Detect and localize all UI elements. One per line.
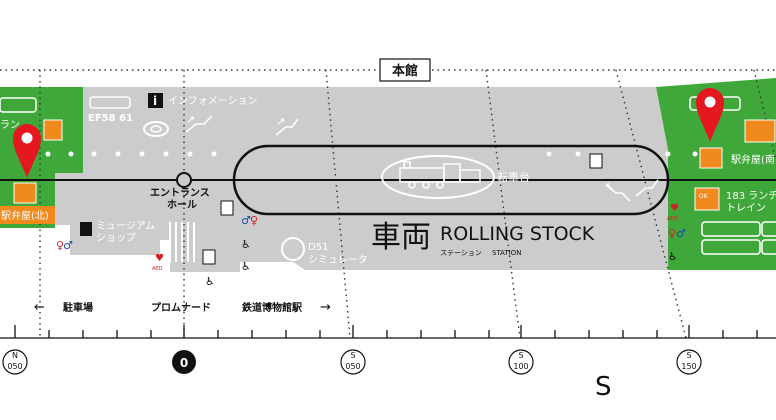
svg-text:♿: ♿: [205, 275, 215, 288]
svg-text:S: S: [686, 351, 691, 360]
ekiben-south-label: 駅弁屋(南: [731, 153, 775, 166]
marker-n050: N 050: [2, 349, 28, 375]
entrance-node: [176, 172, 192, 188]
direction-label: S: [595, 372, 612, 402]
museum-shop-label-2: ショップ: [96, 232, 136, 244]
shop-icon-left: [43, 119, 63, 141]
svg-text:♿: ♿: [241, 238, 251, 251]
building-label: 本館: [392, 63, 418, 79]
restroom-icon: ♀♂ ♂♀ ♀♂: [56, 214, 686, 252]
rangers-label-left: ラン: [0, 119, 20, 131]
train-183-label-1: 183 ランチ: [726, 190, 776, 202]
building-label-box: [379, 58, 431, 82]
entrance-label-2: ホール: [167, 199, 197, 211]
svg-text:0: 0: [180, 356, 188, 370]
coil-icon: [143, 121, 169, 137]
ekiben-icon-right: [699, 147, 723, 169]
ticket-icon: [202, 153, 603, 265]
aed-icon: ♥ AED ♥ AED: [152, 203, 679, 272]
svg-text:050: 050: [345, 362, 360, 371]
svg-text:♀: ♀: [56, 239, 64, 252]
marker-zero: 0: [172, 350, 196, 374]
dotted-boundaries: [0, 69, 776, 339]
locomotive-ef58-label: EF58 61: [88, 113, 133, 124]
station-arrow-icon: →: [320, 300, 331, 315]
locomotive-ef58-icon: [89, 96, 131, 109]
svg-text:♀: ♀: [250, 214, 258, 227]
location-pin-icon: [696, 88, 724, 142]
svg-text:↗: ↗: [276, 115, 285, 128]
svg-text:050: 050: [7, 362, 22, 371]
rolling-stock-title: ROLLING STOCK: [440, 223, 595, 245]
svg-text:150: 150: [681, 362, 696, 371]
svg-text:OK: OK: [699, 193, 709, 200]
train-cars-right: [701, 221, 776, 255]
svg-text:N: N: [12, 351, 18, 360]
floor-platform-lines: [169, 222, 195, 262]
parking-label: 駐車場: [63, 301, 93, 314]
shop-icon-right: [744, 119, 776, 143]
svg-text:S: S: [350, 351, 355, 360]
svg-text:↖: ↖: [605, 180, 614, 193]
rolling-stock-sub-jp: ステーション: [440, 249, 482, 257]
ekiben-north-label: 駅弁屋(北): [1, 209, 49, 222]
svg-text:♿: ♿: [668, 250, 678, 263]
parking-arrow-icon: ←: [34, 300, 45, 315]
d51-simulator-icon: [281, 237, 305, 261]
svg-text:♀: ♀: [668, 227, 676, 240]
svg-text:AED: AED: [152, 266, 163, 272]
rolling-stock-sub-en: STATION: [492, 249, 522, 257]
svg-text:♿: ♿: [241, 260, 251, 273]
svg-text:♥: ♥: [155, 253, 164, 264]
d51-simulator-label: シミュレータ: [308, 254, 368, 266]
rolling-stock-loop: [232, 144, 670, 216]
museum-shop-label-1: ミュージアム: [96, 220, 155, 232]
distance-ruler: [0, 325, 776, 339]
svg-text:i: i: [153, 94, 157, 108]
svg-text:↗: ↗: [186, 113, 195, 126]
svg-text:♂: ♂: [676, 227, 686, 240]
promenade-label: プロムナード: [151, 301, 211, 314]
turntable-label: 転車台: [497, 170, 530, 184]
steam-locomotive-icon: [399, 161, 481, 189]
accessible-icon: ♿ ♿ ♿ ♿: [205, 238, 678, 288]
svg-text:S: S: [518, 351, 523, 360]
location-pin-icon: [13, 124, 41, 178]
ekiben-icon-left: [13, 182, 37, 204]
marker-s150: S 150: [676, 349, 702, 375]
entrance-label-1: エントランス: [150, 187, 210, 199]
svg-text:♂: ♂: [241, 214, 251, 227]
info-label: インフォメーション: [168, 96, 258, 107]
rolling-stock-kanji: 車両: [371, 220, 431, 255]
info-icon: [148, 93, 163, 108]
escalator-icon: [185, 115, 659, 202]
gift-icon: [80, 222, 92, 236]
d51-label: D51: [308, 242, 328, 253]
station-label: 鉄道博物館駅: [242, 301, 303, 314]
svg-text:AED: AED: [667, 216, 678, 222]
train-183-label-2: トレイン: [726, 203, 766, 214]
marker-s100: S 100: [508, 349, 534, 375]
svg-text:100: 100: [513, 362, 528, 371]
svg-text:♂: ♂: [63, 239, 73, 252]
ok-shop-icon: [694, 187, 720, 211]
train-icon-left: [0, 97, 37, 113]
marker-s050: S 050: [340, 349, 366, 375]
svg-text:♥: ♥: [670, 203, 679, 214]
turntable-ellipse: [381, 155, 495, 199]
